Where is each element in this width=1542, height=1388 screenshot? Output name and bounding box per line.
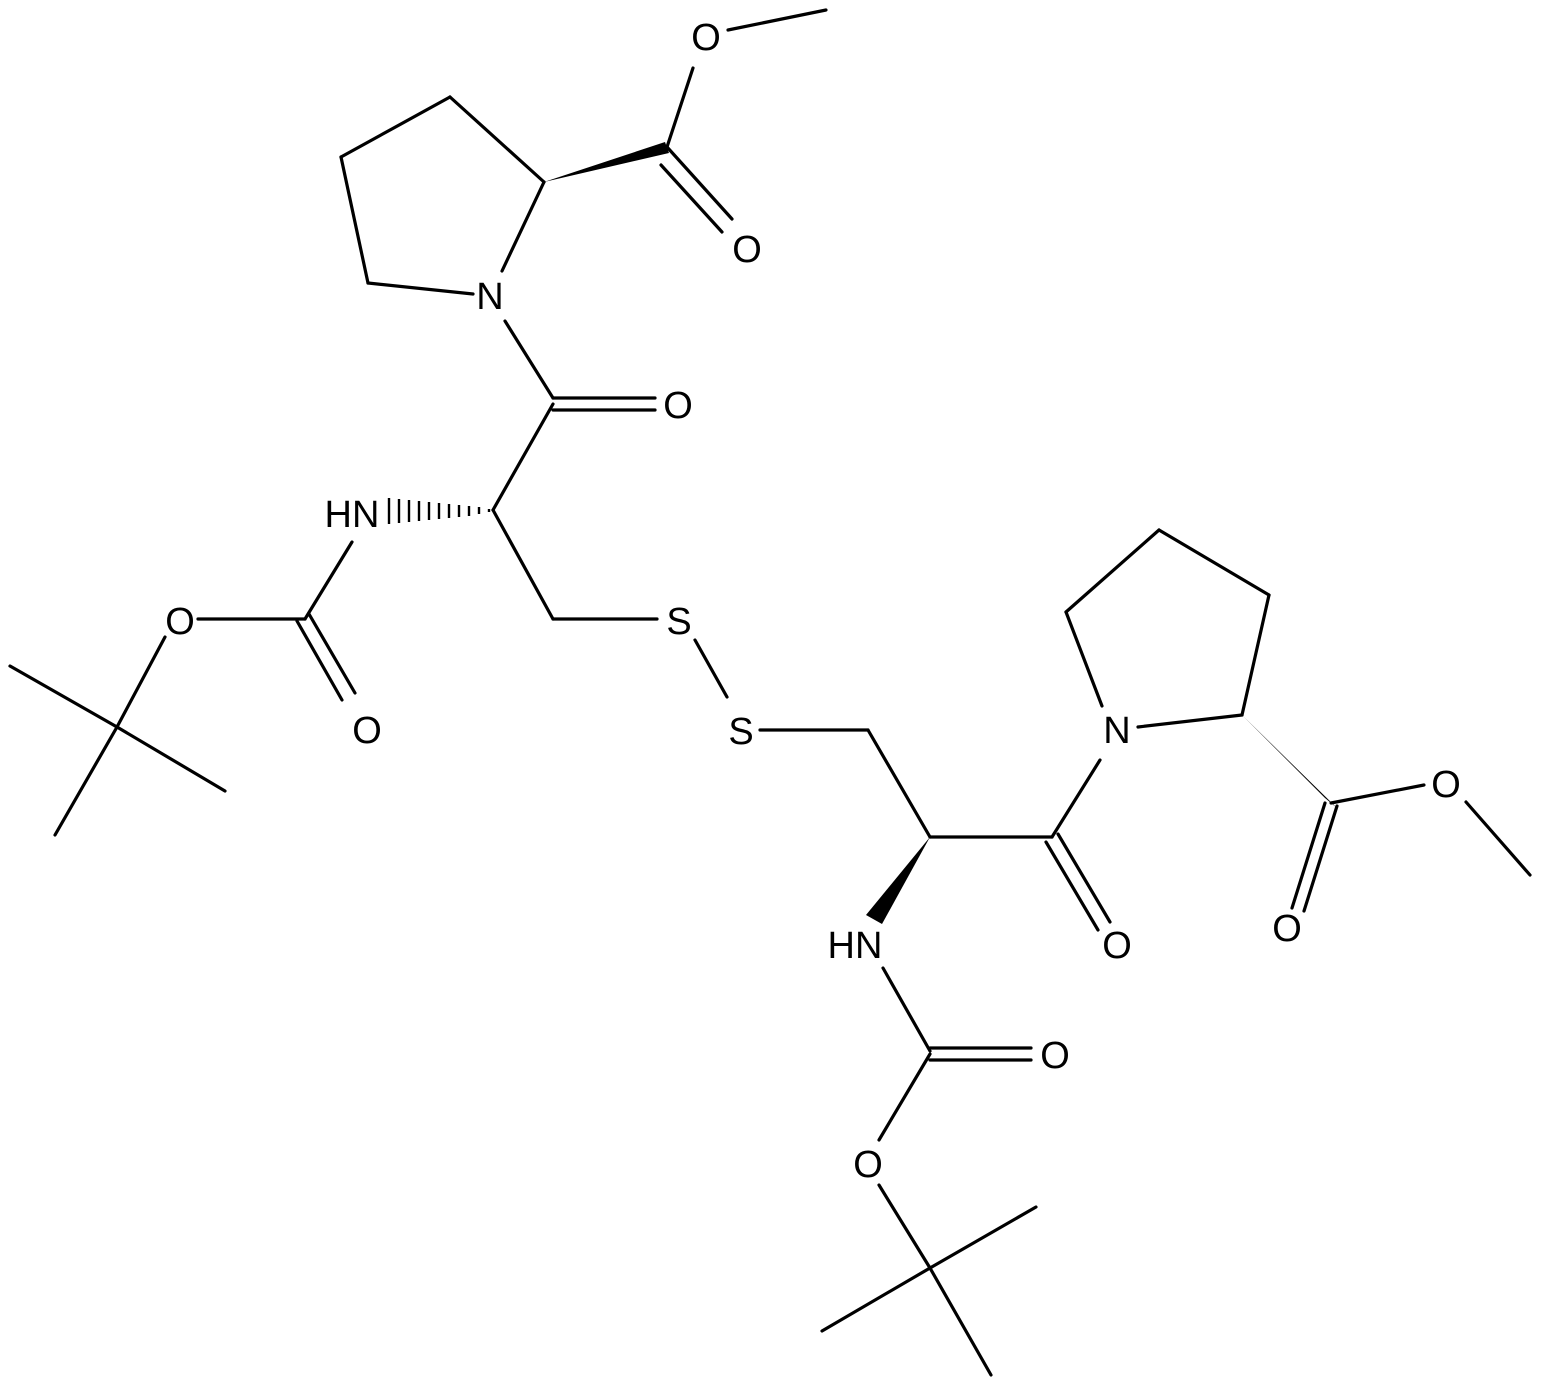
atom-label-o-boc-carbonyl-bottom: O [1040, 1035, 1070, 1077]
boc-group-bottom [820, 966, 1038, 1377]
amide-bottom [1044, 758, 1112, 932]
atom-label-s1: S [666, 601, 691, 643]
stereo-wedge [866, 837, 930, 924]
atom-label-o-amide-top: O [663, 385, 693, 427]
boc-group-top [8, 540, 357, 837]
stereo-hash [387, 498, 491, 524]
stereo-wedge [544, 142, 669, 182]
cys-residue-top [387, 319, 729, 699]
atom-label-o-ester-top: O [732, 229, 762, 271]
stereo-wedge [1242, 715, 1337, 808]
atom-label-o-amide-bottom: O [1102, 925, 1132, 967]
atom-label-o-boc-bottom: O [853, 1144, 883, 1186]
atom-label-o-boc-carbonyl-top: O [352, 710, 382, 752]
cys-residue-bottom [758, 728, 1054, 924]
atom-label-n-proline-bottom: N [1103, 710, 1130, 752]
atom-label-hn-bottom: HN [828, 925, 883, 967]
atom-label-o-methoxy-top: O [691, 17, 721, 59]
atom-label-o-methoxy-bottom: O [1431, 764, 1461, 806]
atom-label-n-proline-top: N [476, 276, 503, 318]
proline-ring-bottom [1064, 528, 1271, 729]
methyl-ester-bottom [1242, 715, 1532, 913]
atom-label-o-ester-bottom: O [1272, 908, 1302, 950]
atom-label-hn-top: HN [325, 494, 380, 536]
atom-label-s2: S [728, 711, 753, 753]
proline-ring-top [339, 95, 546, 296]
methyl-ester-top [544, 8, 828, 234]
atom-label-o-boc-top: O [165, 601, 195, 643]
